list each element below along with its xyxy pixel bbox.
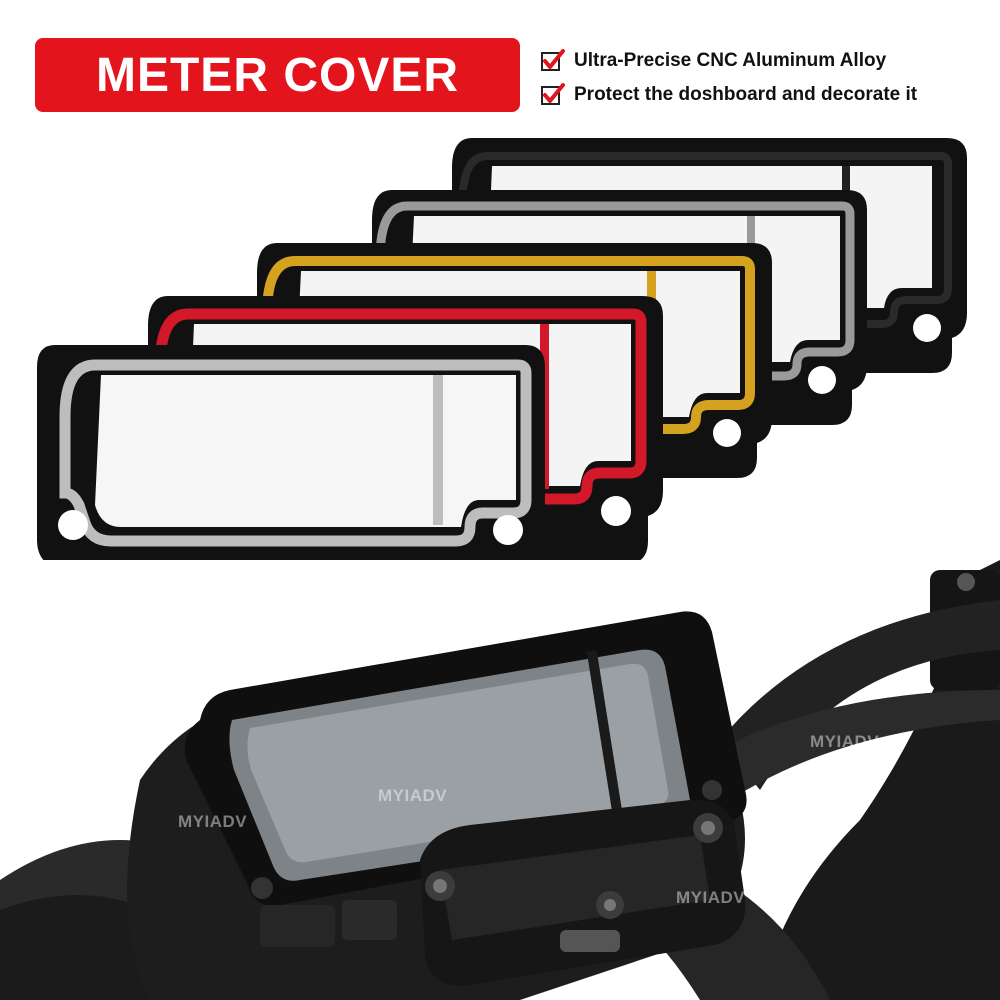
feature-list: Ultra-Precise CNC Aluminum Alloy Protect… bbox=[540, 44, 990, 112]
installed-photo bbox=[0, 560, 1000, 1000]
meter-cover-silver bbox=[37, 345, 545, 605]
checkmark-icon bbox=[541, 83, 565, 105]
feature-text: Protect the doshboard and decorate it bbox=[574, 84, 918, 105]
watermark: MYIADV bbox=[676, 888, 746, 907]
feature-item: Ultra-Precise CNC Aluminum Alloy bbox=[540, 44, 990, 78]
feature-text: Ultra-Precise CNC Aluminum Alloy bbox=[574, 50, 887, 71]
watermark: MYIADV bbox=[378, 786, 448, 805]
watermark: MYIADV bbox=[178, 812, 248, 831]
title-banner: METER COVER bbox=[35, 38, 520, 112]
banner-title: METER COVER bbox=[95, 48, 460, 102]
feature-item: Protect the doshboard and decorate it bbox=[540, 78, 990, 112]
watermark: MYIADV bbox=[810, 732, 880, 751]
checkmark-icon bbox=[541, 49, 565, 71]
